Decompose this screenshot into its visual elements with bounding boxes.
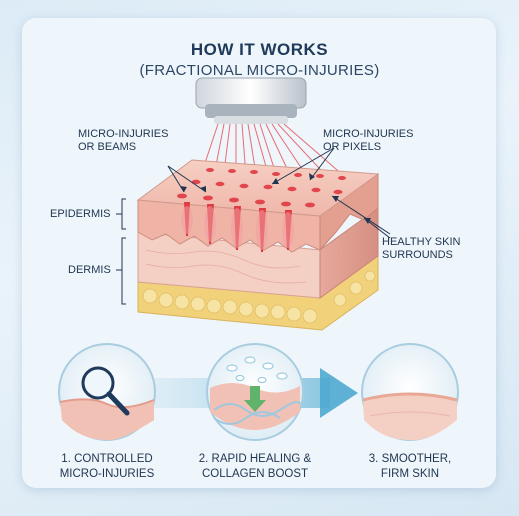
collagen-icon	[206, 343, 304, 441]
progress-arrow-head	[320, 368, 358, 418]
step-2-label: 2. RAPID HEALING & COLLAGEN BOOST	[198, 453, 312, 480]
micro-injury-dots	[177, 168, 346, 208]
label-dermis: DERMIS	[68, 264, 111, 276]
step-1-label: 1. CONTROLLED MICRO-INJURIES	[59, 453, 155, 480]
page-title: HOW IT WORKS	[190, 40, 329, 59]
laser-device-icon	[195, 77, 307, 124]
page-subtitle: (FRACTIONAL MICRO-INJURIES)	[139, 62, 380, 79]
step-3-label: 3. SMOOTHER, FIRM SKIN	[368, 453, 452, 480]
layer-brackets	[116, 198, 126, 305]
label-healthy-skin: HEALTHY SKIN SURROUNDS	[382, 236, 461, 261]
smooth-skin-icon	[361, 343, 459, 441]
label-epidermis: EPIDERMIS	[50, 208, 111, 220]
magnifier-icon	[58, 343, 156, 441]
label-pixels: MICRO-INJURIES OR PIXELS	[323, 128, 414, 153]
label-beams: MICRO-INJURIES OR BEAMS	[78, 128, 169, 153]
